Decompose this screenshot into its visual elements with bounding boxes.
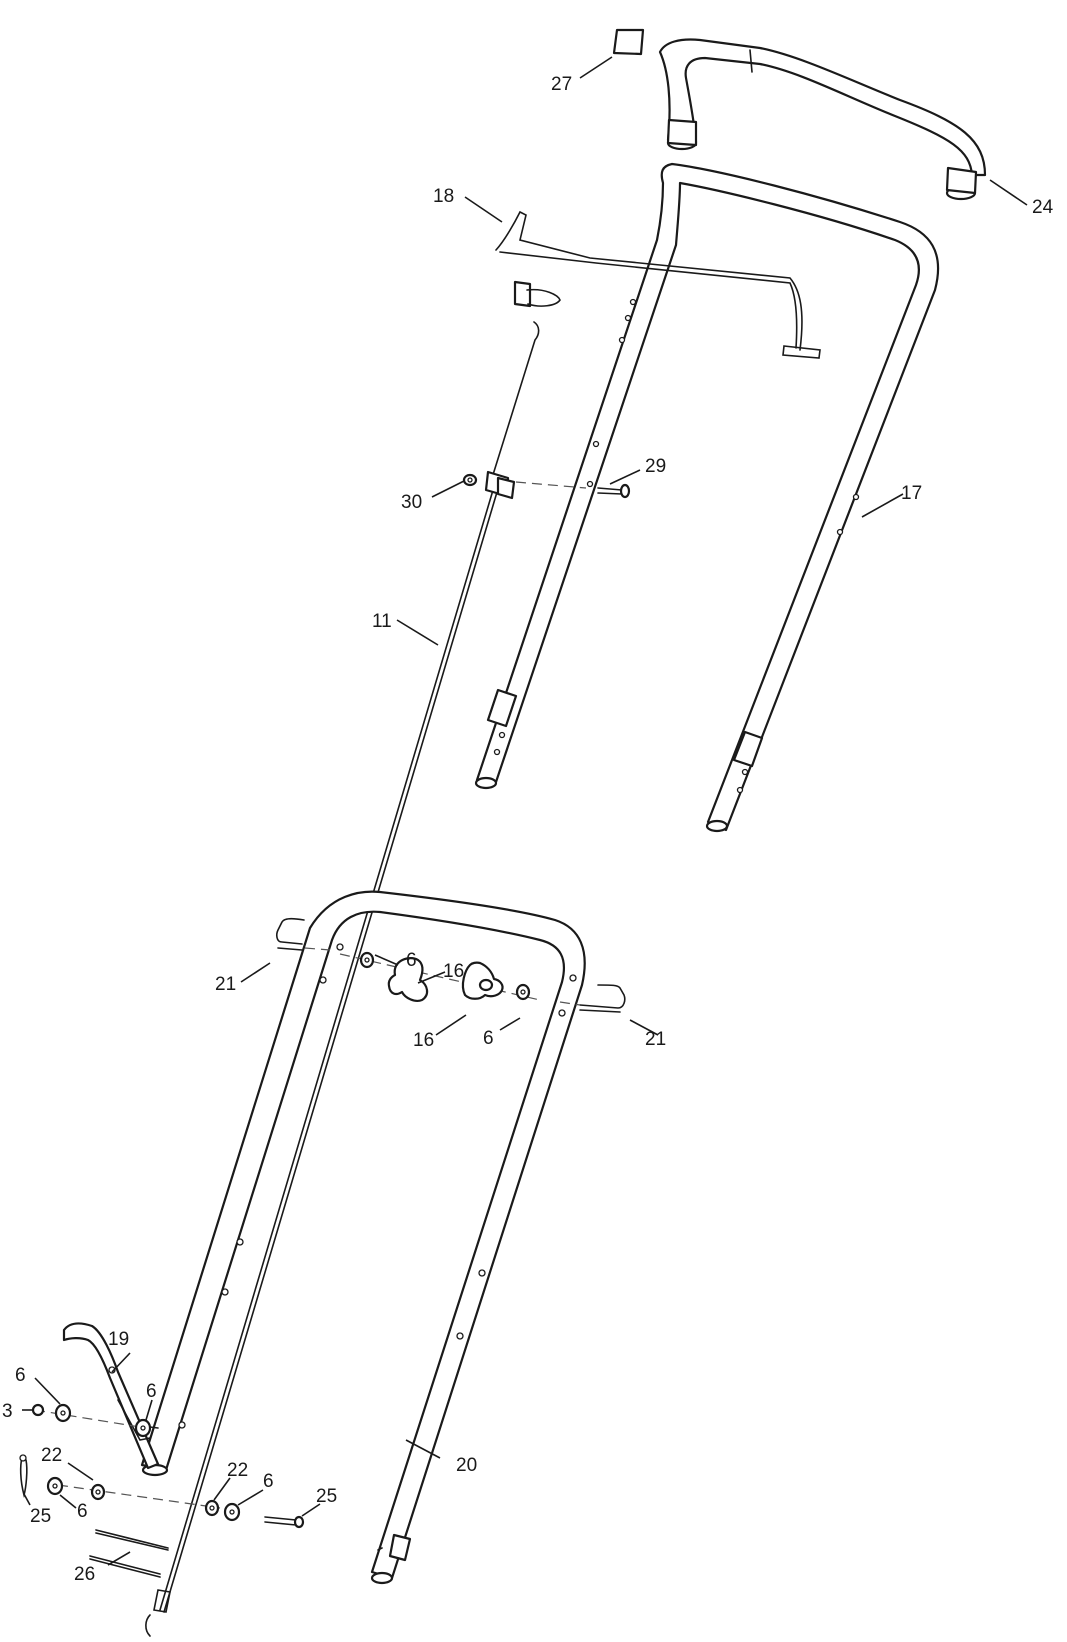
callout-17: 17	[901, 483, 922, 504]
bolt-part-29	[597, 483, 631, 499]
lower-alignment-line-b	[57, 1484, 221, 1509]
washer-part-6-e	[46, 1476, 64, 1496]
leader-lines	[22, 56, 1028, 1566]
callout-6-lower-mid: 6	[146, 1381, 157, 1402]
pin-part-25-right	[264, 1515, 305, 1529]
upper-grip-part-24	[658, 38, 987, 201]
callout-6-bottom-left: 6	[77, 1501, 88, 1522]
nut-part-30	[462, 473, 478, 487]
callout-6-bottom-right: 6	[263, 1471, 274, 1492]
callout-21-right: 21	[645, 1029, 666, 1050]
u-bolt-left-part-21	[276, 917, 331, 951]
callout-16-bottom: 16	[413, 1030, 434, 1051]
callout-25-right: 25	[316, 1486, 337, 1507]
washer-part-6-b	[515, 983, 531, 1001]
callout-3: 3	[2, 1401, 13, 1422]
nut-part-3	[31, 1403, 45, 1417]
callout-11: 11	[372, 611, 392, 632]
lower-handle-part-20	[140, 890, 586, 1585]
washer-part-6-a	[359, 951, 375, 969]
callout-18: 18	[433, 186, 454, 207]
lower-alignment-line-a	[34, 1409, 141, 1428]
spacer-part-22-right	[204, 1499, 220, 1517]
washer-part-6-f	[223, 1502, 241, 1522]
callout-22-right: 22	[227, 1460, 248, 1481]
u-bolt-right-part-21	[559, 984, 626, 1013]
callout-22-left: 22	[41, 1445, 62, 1466]
callout-19: 19	[108, 1329, 129, 1350]
washer-part-6-d	[134, 1418, 159, 1438]
label-part-27	[612, 28, 645, 56]
callout-6-top-left: 6	[406, 950, 417, 971]
callout-26: 26	[74, 1564, 95, 1585]
cable-ties-part-26	[89, 1529, 383, 1578]
callout-6-lower-left: 6	[15, 1365, 26, 1386]
callout-29: 29	[645, 456, 666, 477]
callout-6-top-right: 6	[483, 1028, 494, 1049]
upper-handle-part-17	[474, 162, 940, 833]
callout-16-top: 16	[443, 961, 464, 982]
spacer-part-22-left	[90, 1483, 106, 1501]
callout-27: 27	[551, 74, 572, 95]
knob-part-16-a	[387, 957, 429, 1002]
callout-30: 30	[401, 492, 422, 513]
hairpin-part-25-left	[19, 1454, 28, 1499]
cable-part-11	[145, 321, 540, 1637]
alignment-line	[515, 481, 587, 489]
washer-part-6-c	[54, 1403, 72, 1423]
callout-25-left: 25	[30, 1506, 51, 1527]
callout-24: 24	[1032, 197, 1054, 218]
callout-21-left: 21	[215, 974, 236, 995]
callouts: 27 24 18 29 30 17 11 21 6 16 16 6 21 19 …	[2, 74, 1054, 1585]
knob-part-16-b	[461, 961, 504, 1000]
callout-20: 20	[456, 1455, 477, 1476]
bail-part-18	[495, 210, 821, 359]
